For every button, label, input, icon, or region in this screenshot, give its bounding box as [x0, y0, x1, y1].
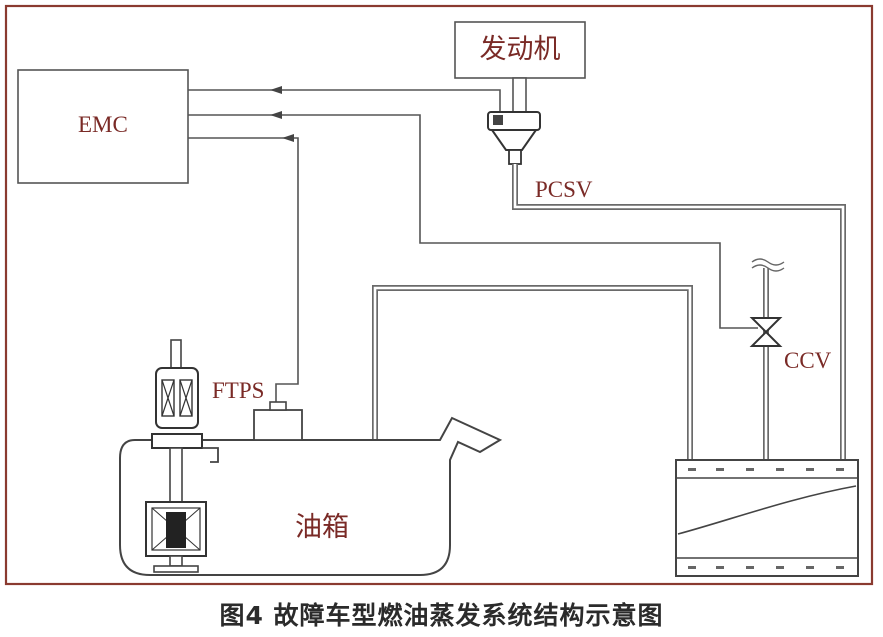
- pcsv-valve: [487, 111, 541, 165]
- outer-frame: [4, 4, 874, 586]
- vapor-pipe: [372, 285, 693, 460]
- ftps-label: FTPS: [212, 378, 264, 403]
- fuel-evap-diagram: EMC 发动机 PCSV: [4, 4, 874, 586]
- ccv-valve: [749, 317, 783, 347]
- engine-pcsv-pipe: [512, 77, 527, 117]
- ftps-sensor: [253, 401, 303, 441]
- emc-signal-wires: [188, 86, 758, 410]
- engine-box: [454, 21, 586, 79]
- vent-pipe: [751, 258, 785, 460]
- ccv-label: CCV: [784, 348, 832, 373]
- purge-pipe: [512, 164, 846, 460]
- emc-label: EMC: [78, 112, 128, 137]
- tank-label: 油箱: [295, 512, 349, 542]
- canister: [675, 459, 859, 577]
- pcsv-label: PCSV: [535, 177, 593, 202]
- fuel-pump-assembly: [145, 339, 219, 573]
- engine-label: 发动机: [480, 34, 561, 64]
- emc-box: [17, 69, 189, 184]
- fuel-tank: [119, 416, 503, 576]
- figure-caption: 图4 故障车型燃油蒸发系统结构示意图: [219, 601, 664, 630]
